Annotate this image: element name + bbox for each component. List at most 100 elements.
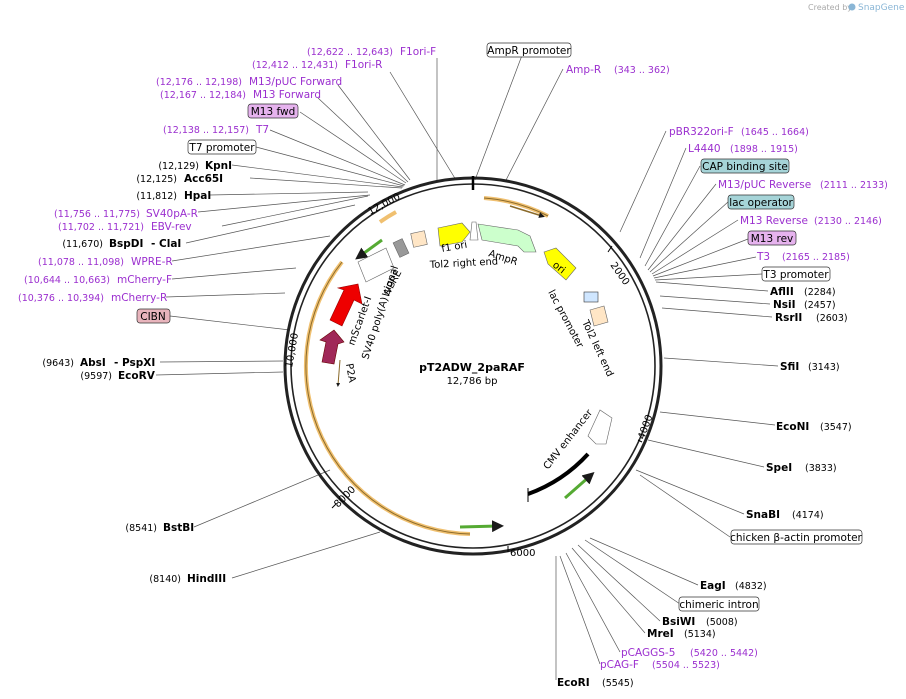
site-rsrii: RsrII — [775, 312, 802, 324]
primer-f1orif: F1ori-F — [400, 46, 436, 58]
coord-l4440: (1898 .. 1915) — [730, 144, 798, 155]
badge-m13fwd — [247, 103, 299, 119]
coord-ecori: (5545) — [602, 678, 634, 689]
plasmid-title: pT2ADW_2paRAF 12,786 bp — [419, 361, 525, 387]
primer-m13pucrev: M13/pUC Reverse — [718, 179, 811, 191]
coord-econi: (3547) — [820, 422, 852, 433]
badge-cap-label: CAP binding site — [702, 161, 788, 173]
coord-pcagf: (5504 .. 5523) — [652, 660, 720, 671]
coord-eagi: (4832) — [735, 581, 767, 592]
site-bspdi: BspDI — [109, 238, 143, 250]
badge-t3-promoter — [761, 266, 831, 282]
coord-snabi: (4174) — [792, 510, 824, 521]
coord-nsii: (2457) — [804, 300, 836, 311]
site-spei: SpeI — [766, 462, 792, 474]
coord-m13pucrev: (2111 .. 2133) — [820, 180, 888, 191]
feature-mscarlet-box — [357, 247, 395, 283]
primer-t7: T7 — [255, 124, 269, 136]
primer-m13puc: M13/pUC Forward — [249, 76, 342, 88]
badge-ampr-promoter — [486, 42, 572, 58]
feature-cmv — [587, 409, 613, 445]
badge-chimeric-intron-label: chimeric intron — [679, 599, 758, 611]
tick-8000: 8000 — [332, 484, 358, 510]
coord-spei: (3833) — [805, 463, 837, 474]
tick-6000: 6000 — [510, 548, 535, 559]
feature-wpre — [410, 230, 428, 248]
coord-m13fwd: (12,167 .. 12,184) — [160, 90, 246, 101]
label-tol2-left: Tol2 left end — [579, 318, 615, 379]
coord-bsiwi: (5008) — [706, 617, 738, 628]
primer-wprer: WPRE-R — [131, 256, 173, 268]
site-mrei: MreI — [647, 628, 674, 640]
label-f1ori: f1 ori — [441, 240, 469, 255]
primer-m13rev: M13 Reverse — [740, 215, 808, 227]
right-labels: AmpR promoter Amp-R (343 .. 362) pBR322o… — [486, 42, 888, 689]
site-hindiii: HindIII — [187, 573, 226, 585]
badge-m13rev-label: M13 rev — [751, 233, 794, 245]
site-aflii: AflII — [770, 286, 794, 298]
feature-ampr — [477, 223, 537, 253]
primer-ampr: Amp-R — [566, 64, 601, 76]
feature-sv40 — [392, 238, 410, 258]
primer-f1orir: F1ori-R — [345, 59, 382, 71]
primer-t3: T3 — [756, 251, 770, 263]
feature-lac-promoter — [583, 291, 599, 303]
site-ecorv: EcoRV — [118, 370, 156, 382]
label-p2a: P2A — [343, 363, 357, 384]
coord-ecorv: (9597) — [80, 371, 112, 382]
orf-green-arrows — [336, 205, 595, 533]
primer-pcagf: pCAG-F — [600, 659, 639, 671]
coord-wprer: (11,078 .. 11,098) — [38, 257, 124, 268]
orf-arc-small — [378, 210, 397, 224]
coord-f1orir: (12,412 .. 12,431) — [252, 60, 338, 71]
feature-f1ori — [437, 222, 471, 247]
primer-mcherryf: mCherry-F — [117, 274, 172, 286]
site-sfii: SfiI — [780, 361, 799, 373]
site-econi: EcoNI — [776, 421, 809, 433]
badge-lac-operator-label: lac operator — [729, 197, 793, 209]
primer-sv40par: SV40pA-R — [146, 208, 198, 220]
badge-chicken-actin-label: chicken β-actin promoter — [730, 532, 862, 544]
coord-hpai: (11,812) — [136, 191, 177, 202]
coord-aflii: (2284) — [804, 287, 836, 298]
primer-mcherryr: mCherry-R — [111, 292, 167, 304]
site-kpni: KpnI — [205, 160, 232, 172]
primer-pcaggs: pCAGGS-5 — [621, 647, 675, 659]
coord-m13puc: (12,176 .. 12,198) — [156, 77, 242, 88]
badge-m13rev — [747, 230, 797, 246]
feature-labels: f1 ori AmpR ori Tol2 right end Tol2 left… — [343, 240, 615, 472]
backbone — [283, 176, 663, 556]
badge-ampr-promoter-label: AmpR promoter — [487, 45, 571, 57]
primer-pbr322: pBR322ori-F — [669, 126, 734, 138]
coord-t7: (12,138 .. 12,157) — [163, 125, 249, 136]
badge-cap — [700, 158, 790, 174]
coord-pcaggs: (5420 .. 5442) — [690, 648, 758, 659]
coord-bspdi: (11,670) — [62, 239, 103, 250]
badge-cibn — [136, 308, 171, 324]
site-snabi: SnaBI — [746, 509, 780, 521]
site-bsiwi: BsiWI — [662, 616, 695, 628]
badge-m13fwd-label: M13 fwd — [251, 106, 296, 118]
site-clai: - ClaI — [151, 238, 181, 250]
coord-ampr: (343 .. 362) — [614, 65, 670, 76]
site-hpai: HpaI — [184, 190, 211, 202]
snapgene-logo: SnapGene — [848, 3, 905, 13]
feature-tol2-left — [589, 305, 609, 327]
plasmid-size: 12,786 bp — [447, 376, 498, 387]
left-labels: (12,622 .. 12,643) F1ori-F (12,412 .. 12… — [18, 46, 436, 585]
feature-mscarlet — [329, 283, 363, 327]
coord-hindiii: (8140) — [149, 574, 181, 585]
orf-arc-ampr — [483, 196, 549, 218]
site-bstbi: BstBI — [163, 522, 194, 534]
leader-lines — [155, 49, 779, 680]
plasmid-name: pT2ADW_2paRAF — [419, 361, 525, 374]
badge-chimeric-intron — [678, 596, 760, 612]
badge-t7-promoter-label: T7 promoter — [188, 142, 255, 154]
badge-t7-promoter — [187, 139, 257, 155]
coord-f1orif: (12,622 .. 12,643) — [307, 47, 393, 58]
coord-acc65i: (12,125) — [136, 174, 177, 185]
orf-arcs — [303, 196, 549, 536]
feature-tol2-right — [469, 221, 479, 241]
site-absi: AbsI — [80, 357, 106, 369]
coord-sfii: (3143) — [808, 362, 840, 373]
